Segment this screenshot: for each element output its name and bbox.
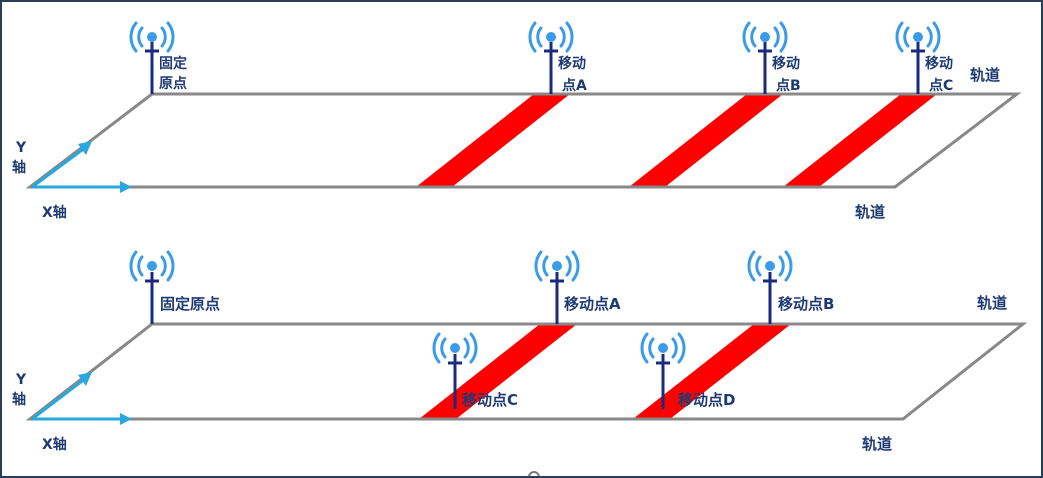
point-c-label: 移动点C <box>462 391 518 409</box>
point-a-label: 移动点A <box>564 295 621 313</box>
track-label-top: 轨道 <box>970 66 1000 84</box>
moving-bar-c <box>783 94 937 187</box>
moving-bar-a <box>419 324 577 419</box>
top-panel: 固定 原点 移动 点A 移动 点B 移动 点C 轨道 轨道 Y 轴 X轴 <box>12 21 1022 221</box>
point-b-label: 移动 <box>772 55 800 72</box>
point-d-label: 移动点D <box>678 391 735 409</box>
moving-bar-b <box>633 324 791 419</box>
moving-bar-a <box>416 94 570 187</box>
point-c-label: 点C <box>929 77 953 94</box>
x-axis-arrowhead <box>120 181 132 193</box>
y-axis-arrow <box>31 145 87 189</box>
track-rails <box>25 322 1028 421</box>
x-axis-arrowhead <box>120 413 132 425</box>
point-a-label: 点A <box>562 77 587 94</box>
y-axis-label: 轴 <box>12 391 26 408</box>
point-b-label: 点B <box>776 77 801 94</box>
y-axis-label: 轴 <box>12 159 26 176</box>
resize-handle[interactable] <box>528 471 540 476</box>
point-c-label: 移动 <box>925 55 953 72</box>
y-axis-label: Y <box>15 140 27 156</box>
point-b-label: 移动点B <box>778 295 834 313</box>
y-axis-label: Y <box>15 372 27 388</box>
x-axis-label: X轴 <box>42 204 67 221</box>
bottom-panel: 固定原点 移动点A 移动点B 移动点C 移动点D 轨道 轨道 Y 轴 X轴 <box>12 250 1028 453</box>
track-label-bottom: 轨道 <box>862 435 892 453</box>
track-label-bottom: 轨道 <box>855 203 885 221</box>
fixed-origin-label: 固定原点 <box>160 295 220 313</box>
fixed-origin-label: 原点 <box>159 75 187 92</box>
fixed-origin-label: 固定 <box>159 55 187 72</box>
moving-bar-b <box>629 94 783 187</box>
track-label-top: 轨道 <box>977 294 1007 312</box>
point-a-label: 移动 <box>558 55 586 72</box>
track-rails <box>25 92 1022 189</box>
x-axis-label: X轴 <box>42 436 67 453</box>
y-axis-arrow <box>31 376 87 421</box>
y-axis-arrowhead <box>78 141 92 155</box>
y-axis-arrowhead <box>78 372 92 386</box>
